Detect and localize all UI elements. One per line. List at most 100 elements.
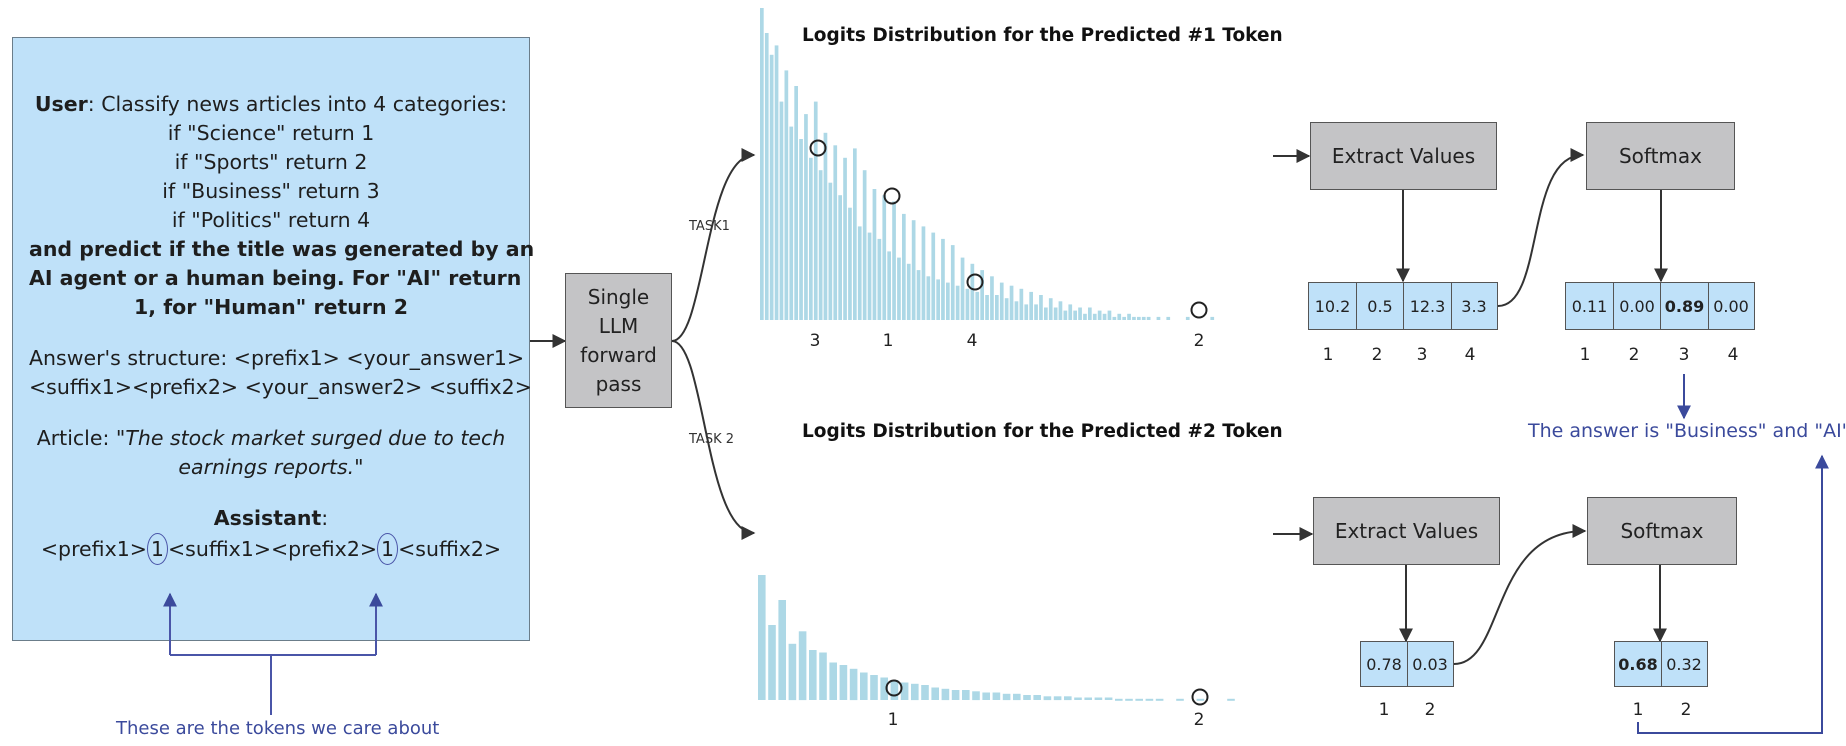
assistant-colon: : [321,506,329,530]
logit-bar [950,245,955,320]
logit-bar [819,652,827,700]
logit-bar [1112,316,1117,320]
logit-bar [1135,698,1143,701]
prompt-box: User: Classify news articles into 4 cate… [12,37,534,641]
logit-bar [768,625,776,700]
logit-bar [926,276,931,320]
logit-bar [867,232,872,320]
logit-bar [1084,697,1092,700]
article-label: Article: [36,426,116,450]
logit-bar [1053,307,1058,320]
logit-bar [1014,301,1019,320]
logit-bar [1074,697,1082,700]
logit-bar [1009,285,1014,320]
extract-cell: 10.2 [1309,283,1357,329]
prompt-bold-2: AI agent or a human being. For "AI" retu… [29,266,522,290]
extract-cell: 0.78 [1361,642,1408,686]
token-marker [883,187,901,205]
structure-line-1: Answer's structure: <prefix1> <your_answ… [29,346,525,370]
task1-label: TASK1 [689,219,730,234]
logits-chart-2 [758,575,1235,706]
logit-bar [853,148,857,320]
chart2-title: Logits Distribution for the Predicted #2… [802,421,1283,442]
logit-bar [774,45,779,321]
prompt-text: : Classify news articles into 4 categori… [87,92,508,116]
logit-bar [818,170,823,320]
chart1-tick-label: 4 [966,331,978,351]
arrow-ai-to-answer [1637,454,1829,734]
logit-bar [946,282,950,320]
logit-bar [809,157,813,320]
softmax-index: 3 [1678,345,1690,365]
answer-line: <prefix1>1<suffix1><prefix2>1<suffix2> [29,533,513,565]
logit-bar [1145,698,1154,701]
logit-bar [860,672,868,700]
llm-line-1: Single [587,284,650,309]
logit-bar [1137,316,1141,320]
tokens-care-label: These are the tokens we care about [116,718,440,739]
logit-bar [813,101,818,320]
article-text-1: "The stock market surged due to tech [115,426,506,450]
logit-bar [995,295,999,320]
logit-bar [1078,307,1082,320]
logit-bar [1033,695,1041,700]
logit-bar [1094,697,1103,700]
article-line-1: Article: "The stock market surged due to… [29,424,513,453]
logit-bar [892,201,896,320]
arrow-task2 [671,340,756,540]
structure-line-2: <suffix1><prefix2> <your_answer2> <suffi… [29,375,532,399]
logit-bar [916,270,921,320]
answer-token-2: 1 [377,533,399,565]
logit-bar [890,680,899,700]
prompt-line-4: if "Business" return 3 [162,179,380,203]
logit-bar [1068,304,1073,320]
answer-middle: <suffix1><prefix2> [167,537,378,561]
logit-bar [809,650,817,700]
logit-bar [941,688,950,701]
softmax-cell: 0.00 [1614,283,1661,329]
logit-bar [1155,698,1164,701]
logit-bar [877,238,882,320]
answer-suffix2: <suffix2> [398,537,502,561]
logit-bar [999,282,1004,320]
logit-bar [778,600,786,700]
logit-bar [1210,316,1215,320]
softmax-index: 2 [1680,700,1692,720]
logit-bar [829,662,837,700]
extract-cell: 0.5 [1357,283,1404,329]
extract-index: 2 [1424,700,1436,720]
extract-index: 1 [1378,700,1390,720]
logit-bar [1185,316,1190,320]
logit-bar [1039,295,1043,320]
extract-values-row-1: 10.2 0.5 12.3 3.3 [1308,282,1498,330]
logit-bar [1023,695,1031,700]
llm-line-2: LLM [598,313,639,338]
logit-bar [849,668,858,701]
logit-bar [788,643,797,701]
assistant-label: Assistant [213,506,322,530]
logit-bar [1088,307,1092,320]
logit-bar [838,195,842,320]
logit-bar [823,132,828,320]
prompt-bold-3: 1, for "Human" return 2 [134,295,408,319]
extract-cell: 3.3 [1461,296,1487,316]
logit-bar [1019,288,1024,320]
logit-bar [887,251,891,320]
logit-bar [1044,307,1048,320]
extract-index: 2 [1371,345,1383,365]
logit-bar [941,238,945,320]
softmax-box-2: Softmax [1587,497,1737,565]
logit-bar [1141,316,1146,320]
logit-bar [1107,310,1112,320]
logit-bar [1073,310,1077,320]
prompt-line-5: if "Politics" return 4 [171,208,371,232]
softmax-cell: 0.32 [1666,654,1702,674]
softmax-cell: 0.00 [1713,296,1749,316]
logit-bar [862,170,867,320]
logit-bar [965,288,970,320]
logit-bar [1004,298,1009,320]
llm-line-4: pass [595,371,642,396]
logit-bar [1166,316,1171,320]
token-marker [966,273,984,291]
logit-bar [1064,696,1072,701]
